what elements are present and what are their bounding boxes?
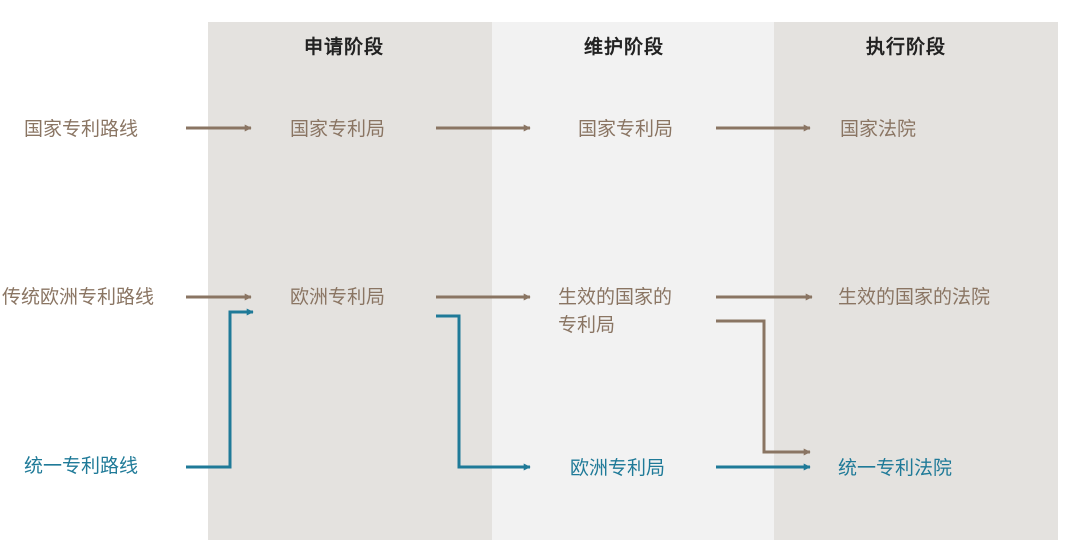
enforcement-phase-column [774, 22, 1058, 540]
maintenance-phase-column [492, 22, 774, 540]
route-label-national: 国家专利路线 [24, 118, 139, 140]
arrow-european-office-to-unified-maintenance [436, 314, 531, 471]
phase-header-maintenance: 维护阶段 [583, 36, 664, 58]
node-unified-enforcement: 统一专利法院 [838, 457, 953, 479]
node-national-maintenance: 国家专利局 [578, 118, 674, 140]
phase-header-enforcement: 执行阶段 [865, 36, 946, 58]
node-european-enforcement: 生效的国家的法院 [838, 286, 991, 308]
node-european-maintenance-line1: 生效的国家的 [558, 286, 673, 308]
application-phase-column [208, 22, 492, 540]
node-european-application: 欧洲专利局 [290, 286, 386, 308]
node-national-enforcement: 国家法院 [840, 118, 917, 140]
node-unified-maintenance: 欧洲专利局 [570, 457, 666, 479]
node-european-maintenance-line2: 专利局 [558, 314, 616, 336]
arrow-unified-to-european-office [186, 308, 254, 469]
node-national-application: 国家专利局 [290, 118, 386, 140]
route-label-unified: 统一专利路线 [24, 455, 139, 477]
phase-header-application: 申请阶段 [303, 36, 384, 58]
arrow-european-maintenance-to-unified-court [716, 319, 811, 456]
route-label-european: 传统欧洲专利路线 [2, 286, 155, 308]
